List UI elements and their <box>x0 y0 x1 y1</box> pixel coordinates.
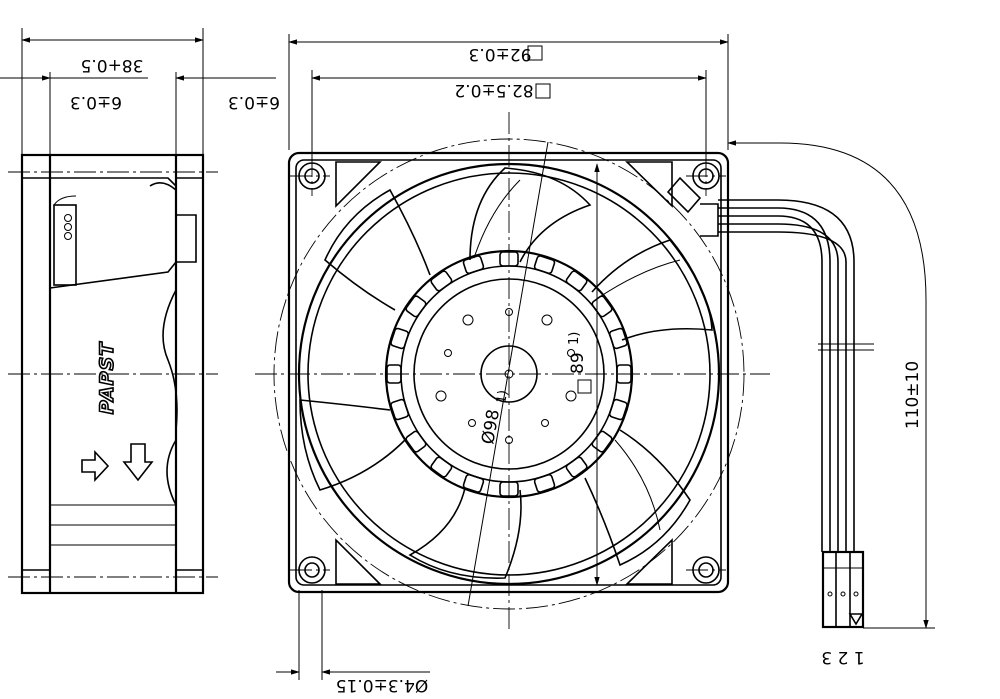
connector-pin-labels: 1 2 3 <box>821 647 864 667</box>
magnet-slot <box>430 456 453 478</box>
rotor-note: 1) <box>494 389 511 405</box>
square-symbol-icon-3 <box>577 379 592 394</box>
magnet-slot <box>533 255 556 275</box>
rotor-diameter-label: Ø98 <box>478 408 504 446</box>
depth-dimension: 38+0.5 <box>81 55 144 75</box>
flange-right-dimension: 6±0.3 <box>228 92 280 112</box>
inner-note: 1) <box>567 332 582 345</box>
magnet-slot <box>591 430 613 453</box>
magnet-slot <box>462 255 485 275</box>
magnet-slot <box>565 270 588 292</box>
outer-size-dimension: 92±0.3 <box>469 44 532 64</box>
cable-assembly: 1 2 3 110±10 <box>718 140 935 667</box>
magnet-slot <box>608 398 628 421</box>
brand-logo: PAPST <box>96 341 118 414</box>
magnet-slot <box>430 270 453 292</box>
magnet-slot <box>390 398 410 421</box>
fan-blades <box>299 167 713 579</box>
hole-diameter-dimension: Ø4.3±0.15 <box>336 675 429 695</box>
cable-length-dimension: 110±10 <box>903 361 923 429</box>
square-symbol-icon <box>527 45 543 61</box>
inner-size-label: 89 <box>568 352 588 374</box>
magnet-slot <box>405 430 427 453</box>
magnet-slot <box>462 473 485 493</box>
hole-spacing-dimension: 82.5±0.2 <box>454 80 533 100</box>
magnet-slot <box>565 456 588 478</box>
rotation-direction-arrow <box>122 443 154 482</box>
magnet-slot <box>591 295 613 318</box>
side-view: 38+0.5 6±0.3 6±0.3 PAPST <box>0 28 280 595</box>
front-view: 92±0.3 82.5±0.2 <box>255 34 770 695</box>
magnet-slot <box>390 327 410 350</box>
flange-left-dimension: 6±0.3 <box>70 92 122 112</box>
magnet-slot <box>608 327 628 350</box>
magnet-slot <box>533 473 556 493</box>
square-symbol-icon-2 <box>535 83 551 99</box>
airflow-direction-arrow <box>81 449 110 483</box>
magnet-slot <box>405 295 427 318</box>
connector-housing <box>821 550 865 629</box>
